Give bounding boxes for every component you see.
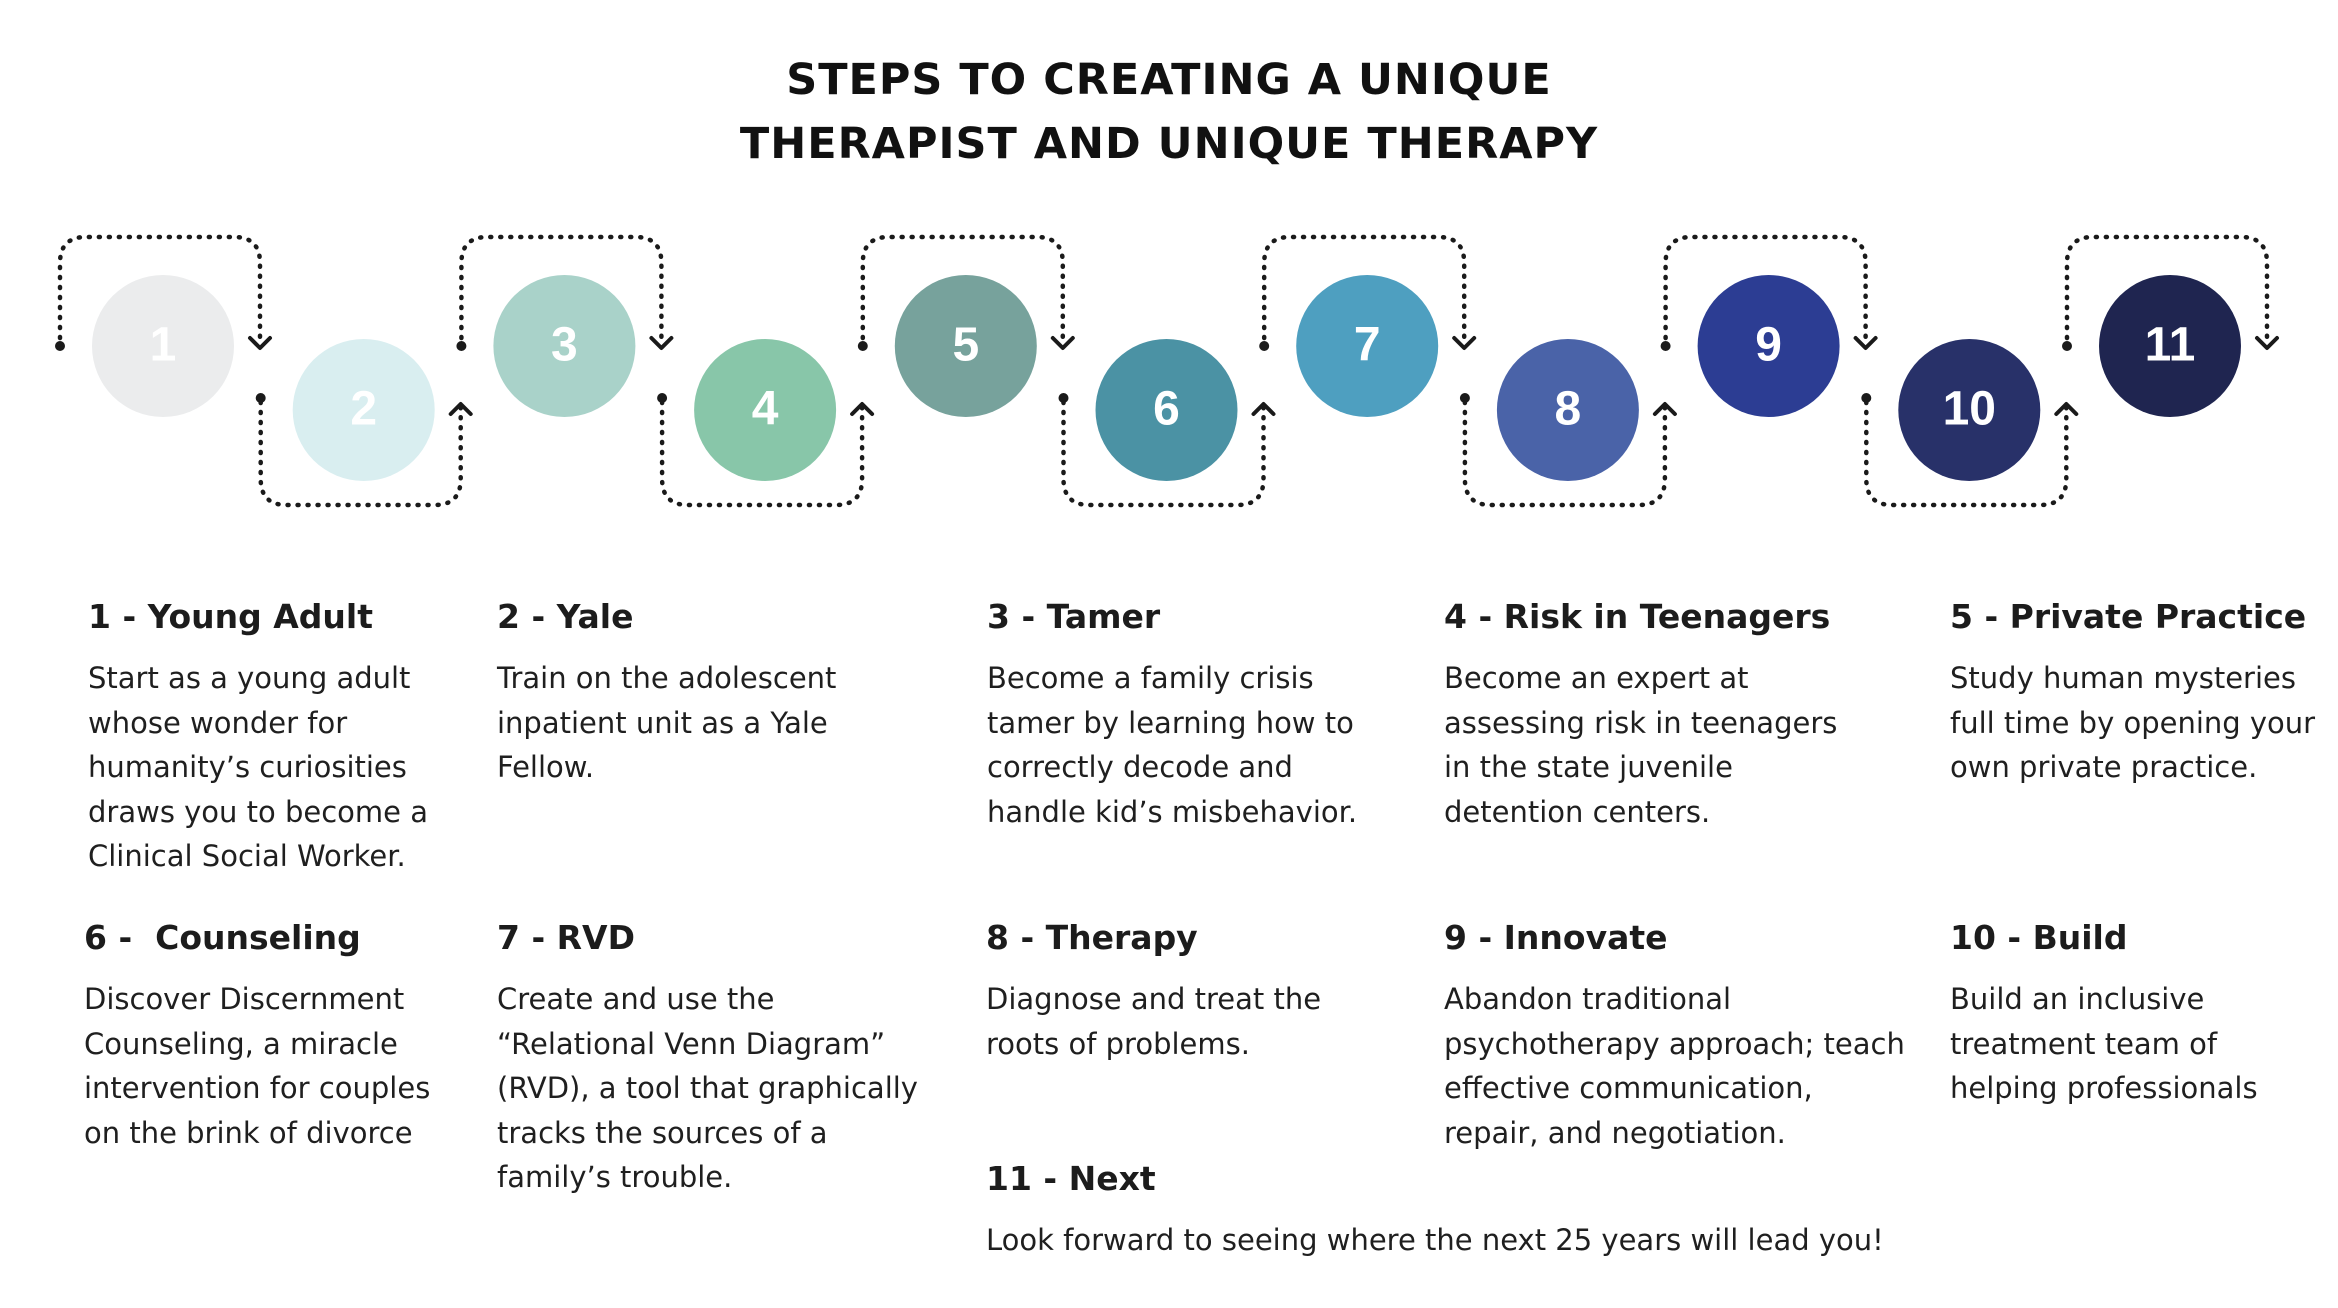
step-description: Look forward to seeing where the next 25… — [986, 1223, 1884, 1257]
arrow-up-icon — [2054, 402, 2079, 416]
arrow-down-icon — [1853, 336, 1878, 350]
step-description: Study human mysteries full time by openi… — [1950, 661, 2316, 784]
step-heading: 4 - Risk in Teenagers — [1444, 597, 1831, 636]
step-heading: 8 - Therapy — [986, 918, 1198, 957]
step-number: 9 — [1755, 319, 1782, 372]
arrow-down-icon — [649, 336, 674, 350]
step-heading: 1 - Young Adult — [88, 597, 374, 636]
step-description: Build an inclusive treatment team of hel… — [1950, 982, 2258, 1105]
step-circle-6 — [1095, 339, 1238, 481]
step-circle-5 — [894, 275, 1037, 417]
step-heading: 5 - Private Practice — [1950, 597, 2307, 636]
step-number: 11 — [2145, 319, 2196, 372]
step-number: 2 — [350, 383, 377, 436]
arrow-up-icon — [1251, 402, 1276, 416]
step-circle-10 — [1898, 339, 2041, 481]
connector-start-dot — [657, 393, 668, 403]
diagram-title: STEPS TO CREATING A UNIQUE THERAPIST AND… — [0, 48, 2338, 176]
step-heading: 2 - Yale — [497, 597, 634, 636]
step-number: 10 — [1943, 383, 1996, 436]
step-number: 6 — [1153, 383, 1180, 436]
step-heading: 11 - Next — [986, 1159, 1156, 1198]
step-circle-4 — [694, 339, 837, 481]
step-number: 5 — [952, 319, 979, 372]
arrow-down-icon — [2255, 336, 2279, 350]
step-circle-9 — [1697, 275, 1840, 417]
connector-start-dot — [1660, 341, 1671, 351]
step-circle-1 — [92, 275, 234, 417]
step-number: 7 — [1354, 319, 1381, 372]
dotted-connector — [1864, 399, 2069, 508]
connector-start-dot — [1459, 393, 1470, 403]
title-line-1: STEPS TO CREATING A UNIQUE — [786, 55, 1552, 105]
step-block-3: 3 - Tamer Become a family crisis tamer b… — [987, 596, 1387, 834]
step-block-6: 6 - Counseling Discover Discernment Coun… — [84, 917, 484, 1155]
connector-start-dot — [55, 341, 65, 351]
step-description: Discover Discernment Counseling, a mirac… — [84, 982, 431, 1150]
step-block-5: 5 - Private Practice Study human mysteri… — [1950, 596, 2338, 790]
dotted-connector — [459, 234, 664, 345]
step-block-8: 8 - Therapy Diagnose and treat the roots… — [986, 917, 1386, 1066]
step-heading: 9 - Innovate — [1444, 918, 1668, 957]
connector-start-dot — [1058, 393, 1069, 403]
dotted-connector — [258, 399, 463, 508]
step-block-11: 11 - Next Look forward to seeing where t… — [986, 1158, 1986, 1263]
arrow-down-icon — [248, 336, 272, 350]
step-number: 3 — [551, 319, 578, 372]
arrow-up-icon — [1652, 402, 1677, 416]
step-heading: 10 - Build — [1950, 918, 2128, 957]
step-description: Create and use the “Relational Venn Diag… — [497, 982, 918, 1194]
connector-start-dot — [857, 341, 868, 351]
step-block-1: 1 - Young Adult Start as a young adult w… — [88, 596, 488, 879]
step-block-2: 2 - Yale Train on the adolescent inpatie… — [497, 596, 897, 790]
step-number: 1 — [150, 319, 177, 372]
connector-start-dot — [1259, 341, 1270, 351]
step-circle-8 — [1496, 339, 1639, 481]
step-description: Train on the adolescent inpatient unit a… — [497, 661, 837, 784]
step-description: Diagnose and treat the roots of problems… — [986, 982, 1322, 1061]
arrow-up-icon — [850, 402, 875, 416]
dotted-connector — [2064, 234, 2270, 345]
dotted-connector — [659, 399, 865, 508]
step-heading: 7 - RVD — [497, 918, 635, 957]
dotted-connector — [860, 234, 1066, 345]
step-heading: 6 - Counseling — [84, 918, 361, 957]
dotted-connector — [1663, 234, 1868, 345]
step-description: Become a family crisis tamer by learning… — [987, 661, 1358, 829]
step-heading: 3 - Tamer — [987, 597, 1161, 636]
title-line-2: THERAPIST AND UNIQUE THERAPY — [739, 119, 1599, 169]
step-description: Start as a young adult whose wonder for … — [88, 661, 428, 873]
step-circle-11 — [2099, 275, 2241, 417]
connector-start-dot — [2062, 341, 2072, 351]
arrow-down-icon — [1452, 336, 1477, 350]
step-circle-7 — [1296, 275, 1439, 417]
dotted-connector — [1261, 234, 1467, 345]
steps-timeline: 1 2 3 4 5 6 7 8 9 10 11 — [55, 234, 2279, 508]
dotted-connector — [1061, 399, 1266, 508]
step-circle-2 — [292, 339, 435, 481]
connector-start-dot — [456, 341, 467, 351]
step-circle-3 — [493, 275, 636, 417]
arrow-down-icon — [1050, 336, 1075, 350]
step-block-10: 10 - Build Build an inclusive treatment … — [1950, 917, 2338, 1111]
step-description: Abandon traditional psychotherapy approa… — [1444, 982, 1905, 1150]
arrow-up-icon — [448, 402, 473, 416]
dotted-connector — [57, 234, 263, 345]
step-block-7: 7 - RVD Create and use the “Relational V… — [497, 917, 918, 1200]
dotted-connector — [1462, 399, 1668, 508]
step-description: Become an expert at assessing risk in te… — [1444, 661, 1838, 829]
connector-start-dot — [1861, 393, 1872, 403]
step-number: 8 — [1555, 383, 1582, 436]
step-block-9: 9 - Innovate Abandon traditional psychot… — [1444, 917, 1905, 1155]
step-number: 4 — [752, 383, 779, 436]
connector-start-dot — [255, 393, 266, 403]
step-block-4: 4 - Risk in Teenagers Become an expert a… — [1444, 596, 1844, 834]
